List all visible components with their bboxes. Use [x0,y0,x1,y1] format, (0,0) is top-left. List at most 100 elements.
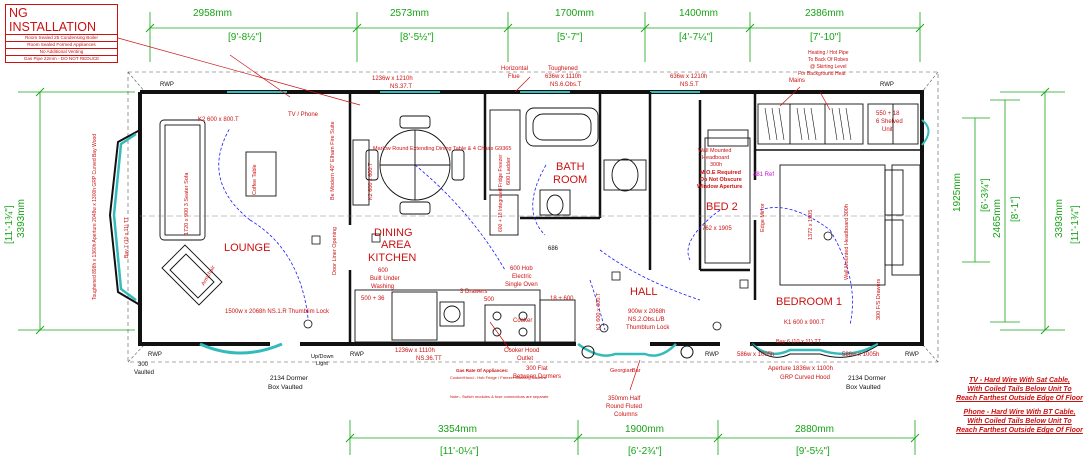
room-dining-1: DINING [374,227,413,239]
roof-outline [127,71,939,363]
bottom-dim-1-imp: [11'-0¼"] [440,445,479,457]
coffee-table: Coffee Table [252,164,258,195]
moe-2: Do Not Obscure [700,177,742,183]
room-dining-2: AREA [381,239,412,251]
columns-1: 350mm Half [608,396,641,402]
aperture-right: Aperture 1836w x 1100h [768,366,833,372]
left-bay-glazing [112,132,137,302]
bed1-size: 1372 x 1905 [808,210,814,240]
mains: Mains [789,78,805,84]
bedroom-bay [751,342,879,356]
furniture [159,103,921,344]
interior-walls [348,92,922,344]
columns-3: Columns [614,412,638,418]
tv-note-line-1: TV - Hard Wire With Sat Cable, [969,377,1070,384]
dimension-ticks [35,23,1050,443]
tv-note: TV - Hard Wire With Sat Cable, With Coil… [952,376,1087,403]
room-bed-2: BED 2 [706,201,738,213]
shelved-1: 550 + 18 [876,111,900,117]
be-modern: Be Modern 40" Elham Fire Suite [330,121,336,200]
top-dim-4-mm: 1400mm [679,8,718,19]
bed2-size: 762 x 1905 [702,226,732,232]
room-lounge: LOUNGE [224,242,270,254]
room-bath-1: BATH [556,161,585,173]
column-left [581,345,595,359]
corner-hatches [127,71,939,363]
cooker-hood-2: Outlet [517,356,533,362]
tv-note-line-2: With Coiled Tails Below Unit To [967,386,1072,393]
bottom-dim-3-mm: 2880mm [795,424,834,435]
gas-note-sub: Note:- Switch modules & fuse connections… [450,394,549,399]
gas-note-title: Gas Rate Of Appliances: [456,368,509,373]
rwp-bottom-mid: RWP [350,352,364,358]
dormer-left-1: 2134 Dormer [270,375,309,382]
dormer-left-2: Box Vaulted [268,384,303,391]
room-dining-3: KITCHEN [368,252,416,264]
window-bed2-ref: NS.5.T [680,82,699,88]
hob-3: Single Oven [505,282,538,288]
marlow-table: Marlow Round Extending Dining Table & 4 … [373,146,511,152]
header-row-2: Room Sealed Formed Appliances [6,42,117,49]
rwp-top-right: RWP [880,82,894,88]
left-bay-window [108,129,141,306]
flue-2: Flue [508,74,520,80]
tough-bath-1: Toughened [548,66,578,72]
bed-drawers: 300 F/S Drawers [876,278,882,320]
door-liner: Door Liner Opening [332,227,338,275]
column-right [680,345,694,359]
window-586-right: 586w x 1005h [842,352,879,358]
bottom-dim-1-mm: 3354mm [438,424,477,435]
right-dim-mm: 3393mm [1054,199,1065,238]
headboard-bed2-2: Headboard [702,155,729,161]
k1-bed: K1 600 x 900.T [784,320,825,326]
header-row-4: Gas Pipe 22mm - DO NOT REDUCE [23,56,100,61]
edge-mirror: Edge Mirror [760,203,766,232]
phone-note-line-2: With Coiled Tails Below Unit To [967,418,1072,425]
lounge-door-bay [199,342,283,355]
tv-note-line-3: Reach Farthest Outside Edge Of Floor [956,395,1083,402]
vaulted-300: 300 [138,362,149,368]
headboard-bed1: Wall Mounted Headboard 300h [844,204,850,280]
header-row-1: Room Sealed 25 Condensing Boiler [6,35,117,42]
window-kitchen-ref: NS.36.TT [416,356,442,362]
heating-4: For Background Heat [798,71,846,77]
installation-header: NG INSTALLATION Room Sealed 25 Condensin… [5,4,118,63]
top-dim-5-imp: [7'-10"] [810,32,841,43]
switch-runs [218,127,853,331]
cooker-hood-1: Cooker Hood [504,348,539,354]
window-dining-ref: NS.37.T [390,84,412,90]
bay-left: Bay 7 (10 x 11) TT [124,217,130,258]
top-dim-1-mm: 2958mm [193,8,232,19]
flue-1: Horizontal [501,66,528,72]
hob-1: 600 Hob [510,266,533,272]
tough-bath-2: 636w x 1110h [545,74,581,80]
dimension-lines [18,12,1065,455]
built-under-3: Washing [371,284,394,290]
header-row-3: No Additional Venting [6,49,117,56]
bottom-dim-2-imp: [6'-2¾"] [628,446,662,457]
dormer-right-1: 2134 Dormer [848,375,887,382]
r2-dim-imp: [8'-1"] [1010,196,1021,222]
bottom-dim-2-mm: 1900mm [625,424,664,435]
headboard-bed2-1: Wall Mounted [698,148,731,154]
flat-300-2: Between Dormers [513,374,561,380]
updown-2: Light [316,361,328,367]
k2-dining: K2 600 x 600.T [368,162,374,200]
leader-lines [117,37,831,391]
left-dim-mm: 3393mm [16,199,27,238]
heating-3: @ Skirting Level [810,64,846,70]
heating-2: To Back Of Robes [808,57,849,63]
r1-dim-imp: [6'-3¾"] [980,178,991,212]
room-bedroom-1: BEDROOM 1 [776,296,842,308]
drawers: 3 Drawers [460,289,487,295]
rwp-top-left: RWP [160,82,174,88]
right-dim-imp: [11'-1¾"] [1070,205,1081,244]
installation-title: NG INSTALLATION [6,5,117,35]
door-lounge-1: 1500w x 2068h NS.1.R Thumblim Lock [225,309,330,315]
updown-1: Up/Down [311,354,334,360]
grp-right: GRP Curved Hood [780,375,830,381]
vaulted-label: Vaulted [134,370,154,376]
dormer-right-2: Box Vaulted [846,384,881,391]
door-hall-3: Thumbturn Lock [626,325,670,331]
ref-481: 481 Ref [753,172,774,178]
